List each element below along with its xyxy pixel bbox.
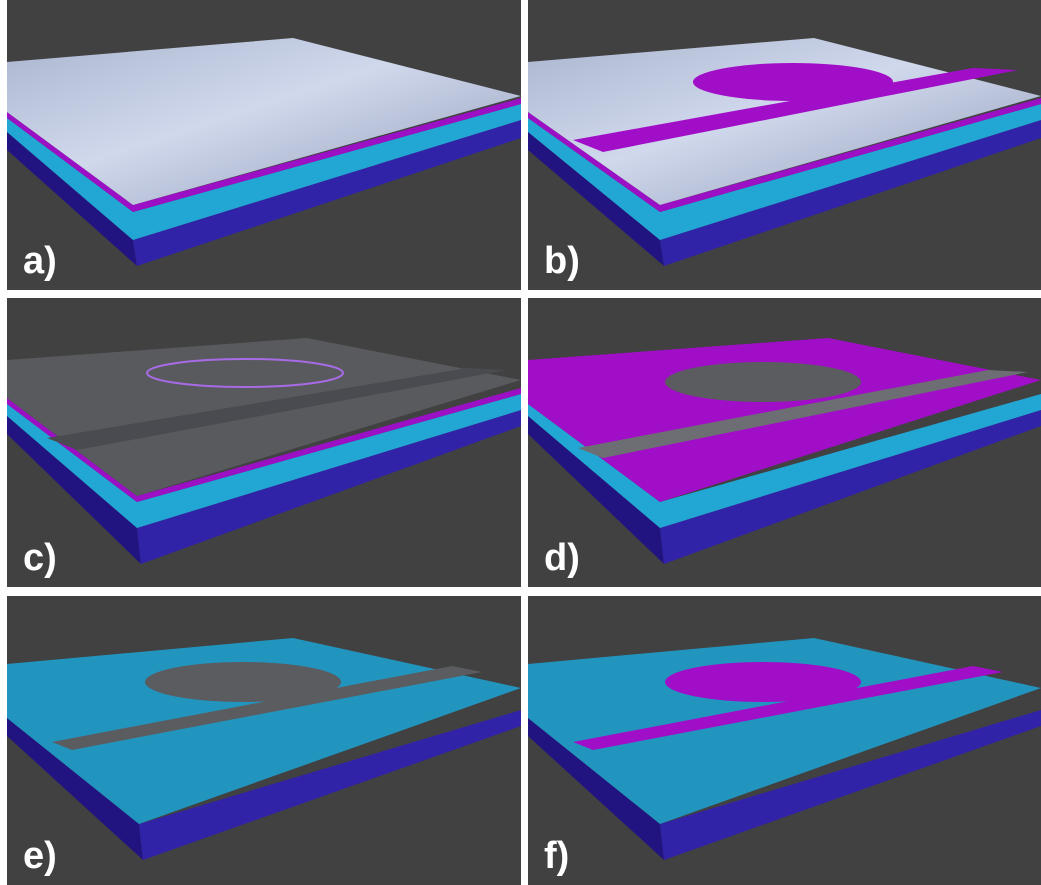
hole bbox=[665, 362, 861, 402]
panel-label: b) bbox=[544, 240, 580, 282]
panel-e: e) bbox=[7, 596, 521, 885]
top-layer bbox=[7, 38, 521, 205]
panel-c-illustration bbox=[7, 338, 521, 564]
panel-a-illustration bbox=[7, 38, 521, 266]
slot bbox=[573, 666, 1003, 750]
substrate-layer-front bbox=[660, 120, 1041, 266]
substrate-layer bbox=[528, 416, 664, 564]
substrate-layer-front bbox=[660, 710, 1041, 860]
substrate-layer bbox=[7, 718, 143, 860]
hole bbox=[693, 63, 893, 101]
panel-label: a) bbox=[23, 240, 57, 282]
hole bbox=[145, 662, 341, 702]
substrate-layer-front bbox=[660, 410, 1041, 564]
hole-outline bbox=[146, 358, 344, 388]
slot bbox=[573, 68, 1018, 152]
substrate-layer-front bbox=[137, 410, 521, 564]
substrate-layer-front bbox=[133, 120, 521, 266]
substrate-layer bbox=[7, 132, 137, 266]
panel-f: f) bbox=[528, 596, 1041, 885]
panel-c: c) bbox=[7, 298, 521, 587]
substrate-layer bbox=[7, 416, 141, 564]
panel-label: d) bbox=[544, 537, 580, 579]
slot bbox=[578, 370, 1028, 458]
hole bbox=[665, 662, 861, 702]
panel-d: d) bbox=[528, 298, 1041, 587]
panel-b: b) bbox=[528, 0, 1041, 290]
panel-label: e) bbox=[23, 835, 57, 877]
substrate-layer bbox=[528, 718, 664, 860]
panel-f-illustration bbox=[528, 638, 1041, 860]
panel-e-illustration bbox=[7, 638, 521, 860]
panel-b-illustration bbox=[528, 38, 1041, 266]
panel-label: c) bbox=[23, 537, 57, 579]
substrate-layer-front bbox=[139, 710, 521, 860]
top-layer bbox=[7, 338, 521, 496]
panel-a: a) bbox=[7, 0, 521, 290]
substrate-layer bbox=[528, 132, 664, 266]
panel-label: f) bbox=[544, 835, 570, 877]
slot bbox=[52, 666, 482, 750]
slot bbox=[47, 368, 507, 450]
panel-d-illustration bbox=[528, 338, 1041, 564]
